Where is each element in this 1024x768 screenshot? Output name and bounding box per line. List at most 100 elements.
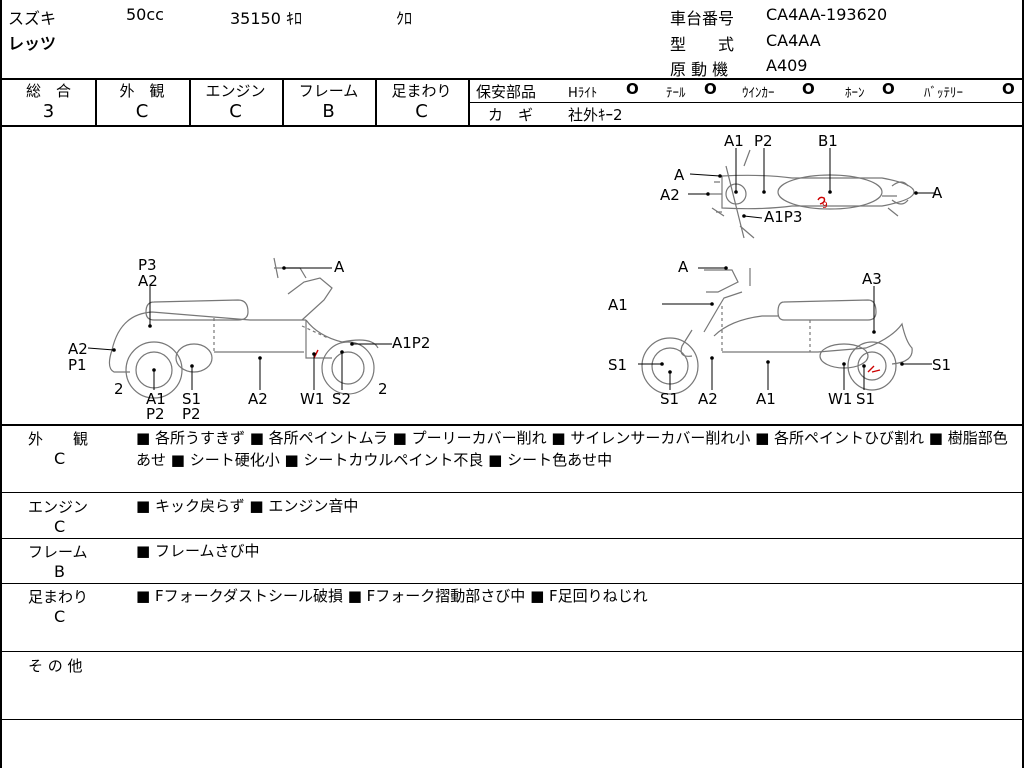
label-left-a2-top: A2: [138, 272, 158, 290]
divider: [2, 583, 1022, 584]
frame-section-label: フレーム: [28, 543, 88, 561]
label-left-2-right: 2: [378, 380, 388, 398]
label-top-a-left: A: [674, 166, 685, 184]
overall-label: 総 合: [25, 82, 71, 100]
damage-mark: [817, 196, 826, 205]
color: ｸﾛ: [396, 9, 413, 28]
frame-grade: B: [322, 101, 335, 122]
label-left-p3: P3: [138, 256, 157, 274]
frame-notes: ■ フレームさび中: [136, 542, 260, 560]
label-top-a-right: A: [932, 184, 943, 202]
exterior-section-grade: C: [54, 449, 66, 468]
exterior-notes: ■ 各所うすきず ■ 各所ペイントムラ ■ プーリーカバー削れ ■ サイレンサー…: [136, 429, 1008, 469]
frame-no-label: 車台番号: [670, 9, 735, 28]
divider: [2, 125, 1022, 127]
suspension-grade: C: [415, 101, 428, 122]
label-right-a1-bottom: A1: [756, 390, 776, 408]
label-left-a2-bottom: A2: [248, 390, 268, 408]
label-left-2-left: 2: [114, 380, 124, 398]
exterior-grade: C: [135, 101, 149, 122]
headlight-mark: O: [626, 80, 639, 98]
safety-label: 保安部品: [476, 83, 537, 101]
exterior-section-label: 外 観: [28, 430, 89, 448]
label-right-s1: S1: [932, 356, 951, 374]
engine-grade: C: [229, 101, 242, 122]
engine-section-grade: C: [54, 517, 66, 536]
key-label: カ ギ: [488, 106, 534, 124]
label-top-a1p3: A1P3: [764, 208, 802, 226]
label-top-a1: A1: [724, 132, 744, 150]
winker-label: ｳｲﾝｶｰ: [742, 86, 775, 101]
label-left-a1: A1: [146, 390, 166, 408]
winker-mark: O: [802, 80, 815, 98]
divider: [2, 538, 1022, 539]
top-view-scooter: [710, 149, 915, 239]
label-right-s1-b: S1: [856, 390, 875, 408]
frame-no: CA4AA-193620: [766, 5, 888, 24]
divider: [2, 492, 1022, 493]
label-right-a-bar: A: [678, 258, 689, 276]
engine-label: 原 動 機: [670, 60, 729, 79]
headlight-label: Hﾗｲﾄ: [568, 86, 598, 101]
label-left-a1p2: A1P2: [392, 334, 430, 352]
exterior-label: 外 観: [119, 82, 165, 100]
model-code: CA4AA: [766, 31, 821, 50]
tail-label: ﾃｰﾙ: [666, 86, 686, 101]
damage-diagram: 9 A1 P2 B1 A A2 A A1P3 P3 A2 A A2 P1 2 A…: [68, 132, 951, 423]
model-name: レッツ: [8, 34, 57, 53]
divider: [95, 78, 97, 125]
label-left-p2a: P2: [146, 405, 165, 423]
divider: [2, 78, 1022, 80]
overall-grade: 3: [42, 101, 55, 122]
label-left-a-bar: A: [334, 258, 345, 276]
label-left-s1: S1: [182, 390, 201, 408]
key-value: 社外ｷｰ2: [568, 106, 623, 124]
suspension-notes: ■ Fフォークダストシール破損 ■ Fフォーク摺動部さび中 ■ F足回りねじれ: [136, 587, 648, 605]
label-left-w1: W1: [300, 390, 324, 408]
displacement: 50cc: [126, 5, 164, 24]
label-left-a2-side: A2: [68, 340, 88, 358]
top-mark-9: 9: [822, 201, 828, 211]
suspension-section-grade: C: [54, 607, 66, 626]
label-right-w1: W1: [828, 390, 852, 408]
maker: スズキ: [8, 9, 57, 28]
label-top-p2: P2: [754, 132, 773, 150]
frame-section-grade: B: [54, 562, 65, 581]
divider: [282, 78, 284, 125]
damage-mark: [867, 365, 881, 373]
battery-label: ﾊﾞｯﾃﾘｰ: [924, 86, 963, 101]
divider: [189, 78, 191, 125]
divider: [468, 78, 470, 125]
divider: [2, 424, 1022, 426]
divider: [468, 102, 1022, 103]
engine-code: A409: [766, 56, 808, 75]
model-label: 型 式: [670, 35, 735, 54]
label-left-p1: P1: [68, 356, 87, 374]
frame-label-cell: フレーム: [298, 82, 359, 100]
label-right-a3: A3: [862, 270, 882, 288]
suspension-section-label: 足まわり: [28, 588, 89, 606]
label-right-a2: A2: [698, 390, 718, 408]
label-top-a2: A2: [660, 186, 680, 204]
tail-mark: O: [704, 80, 717, 98]
label-left-s2: S2: [332, 390, 351, 408]
divider: [2, 651, 1022, 652]
damage-mark: [313, 349, 319, 359]
divider: [375, 78, 377, 125]
mileage: 35150 ｷﾛ: [230, 9, 302, 28]
label-top-b1: B1: [818, 132, 838, 150]
suspension-label-cell: 足まわり: [391, 82, 452, 100]
label-right-s1-bottom: S1: [660, 390, 679, 408]
engine-label-cell: エンジン: [205, 82, 266, 100]
engine-notes: ■ キック戻らず ■ エンジン音中: [136, 497, 359, 515]
label-right-a1: A1: [608, 296, 628, 314]
divider: [2, 719, 1022, 720]
label-right-s1-left: S1: [608, 356, 627, 374]
battery-mark: O: [1002, 80, 1015, 98]
engine-section-label: エンジン: [28, 498, 89, 516]
label-left-p2b: P2: [182, 405, 201, 423]
horn-label: ﾎｰﾝ: [845, 86, 865, 101]
horn-mark: O: [882, 80, 895, 98]
other-section-label: そ の 他: [28, 657, 83, 675]
